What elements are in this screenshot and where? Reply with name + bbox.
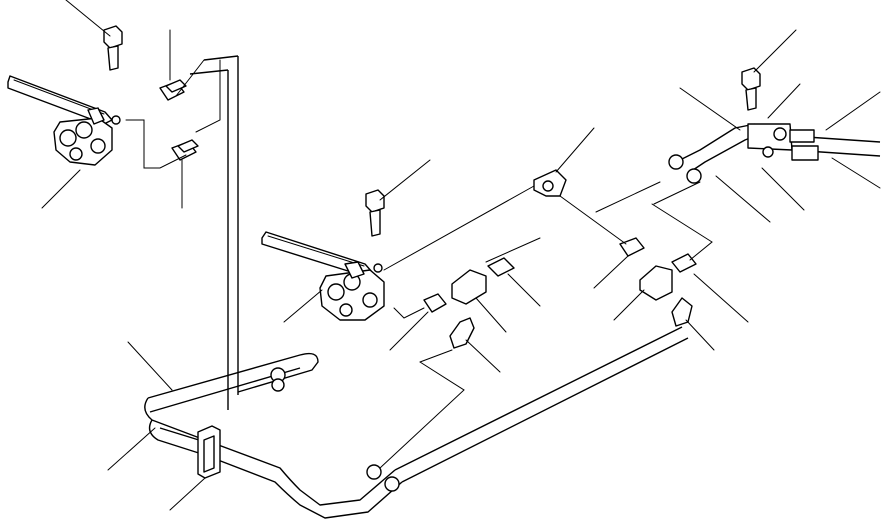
connector-right-2 (671, 253, 697, 273)
connector-right-1 (619, 237, 645, 257)
fitting-connector-top-left (159, 79, 187, 101)
bolt-center (365, 189, 385, 237)
callout-leaders (41, 0, 881, 511)
fitting-connector-mid-left (171, 139, 199, 161)
left-brake-valve (7, 75, 121, 166)
elbow-fitting-right (671, 297, 693, 327)
hose-ends-upper-right (789, 129, 819, 161)
tube-assembly (144, 55, 881, 519)
connector-center-1 (487, 257, 515, 277)
elbow-fitting-top (533, 169, 567, 197)
connector-center-2 (423, 293, 447, 313)
nut-fittings-upper-right (668, 123, 793, 184)
bolt-right (741, 67, 761, 111)
tube-clamp-bracket (197, 367, 286, 479)
assembly-lines (125, 59, 713, 469)
nut-fittings-lower (366, 464, 400, 492)
tee-fitting-center (451, 269, 487, 305)
tee-fitting-right (639, 265, 673, 301)
elbow-fitting-lower (449, 317, 475, 349)
center-brake-valve (261, 231, 385, 321)
bolt-left (103, 25, 123, 71)
